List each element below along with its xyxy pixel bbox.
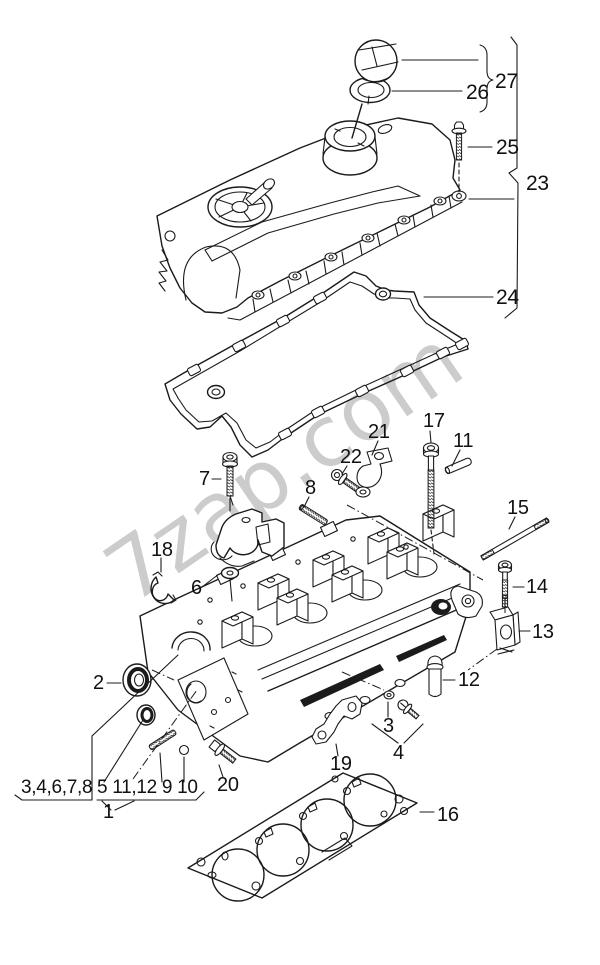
bearing-cap-saddle: [210, 497, 285, 567]
valve-cover-drawing: [156, 117, 467, 321]
sealing-plug-12: [426, 655, 444, 698]
cover-bolt-bosses: [251, 190, 467, 300]
callout-16: 16: [437, 804, 459, 826]
callout-13: 13: [532, 621, 554, 643]
oil-filler-cap: [349, 39, 399, 139]
dowel-pin-11: [444, 457, 472, 475]
cylinder-head-drawing: [139, 504, 483, 763]
stud-8: [298, 504, 328, 526]
brace-23: [504, 36, 519, 319]
stud-9: [148, 729, 177, 751]
callout-21: 21: [368, 421, 390, 443]
callout-19: 19: [330, 753, 352, 775]
bolt-17: [422, 442, 440, 555]
oil-filler-neck: [322, 120, 378, 176]
callout-17: 17: [423, 410, 445, 432]
gasket-bosses: [186, 291, 470, 441]
camshaft-seal-2: [122, 663, 152, 697]
callout-15: 15: [507, 497, 529, 519]
callout-group-b: 5 11,12 9 10: [97, 777, 198, 798]
bolt-25: [451, 121, 467, 193]
callout-group-a: 3,4,6,7,8: [21, 777, 92, 798]
callout-25: 25: [496, 136, 519, 159]
bracket-19: [311, 695, 363, 745]
washer-6: [220, 566, 240, 602]
callout-12: 12: [458, 669, 480, 691]
callout-23: 23: [526, 172, 549, 195]
brace-1: [101, 800, 135, 811]
washer-3: [383, 690, 395, 700]
callout-14: 14: [526, 576, 548, 598]
group-b-underline: [96, 791, 205, 801]
brace-4: [371, 723, 424, 744]
group-a-leader: [14, 654, 179, 801]
callout-11: 11: [453, 430, 473, 452]
bolt-14: [497, 560, 513, 608]
callout-27: 27: [495, 70, 518, 93]
screw-3: [397, 699, 420, 720]
callout-22: 22: [340, 446, 362, 468]
callout-20: 20: [217, 774, 239, 796]
cup-seal-5: [136, 704, 156, 726]
callout-18: 18: [151, 539, 173, 561]
callout-6: 6: [191, 577, 202, 599]
breather-grommet: [207, 178, 276, 228]
valve-cover-gasket: [164, 271, 470, 458]
callout-2: 2: [93, 672, 104, 694]
callout-8: 8: [305, 477, 316, 499]
callout-26: 26: [466, 81, 489, 104]
leader-lines: [14, 36, 531, 813]
callout-7: 7: [199, 468, 210, 490]
brace-27: [479, 44, 494, 113]
bolt-20: [208, 739, 237, 764]
callout-1: 1: [103, 801, 114, 823]
callout-labels: 27 26 25 23 24 17 11 21 22 7 8 15 18 6 14 13 2 12 3 4 19 20 16…: [21, 70, 554, 826]
head-gasket-drawing: [187, 772, 418, 902]
bearing-shell-18: [150, 571, 177, 605]
bolt-7: [221, 451, 239, 506]
cover-vent-hole: [377, 123, 393, 135]
lifting-eye-21: [355, 447, 393, 498]
callout-3: 3: [383, 715, 394, 737]
callout-4: 4: [393, 742, 404, 764]
bolt-22: [330, 468, 360, 493]
callout-24: 24: [496, 286, 519, 309]
head-front-plate: [177, 657, 249, 741]
head-gasket-holes: [196, 775, 409, 891]
clamp-block-13: [489, 594, 521, 655]
washer-10: [178, 744, 190, 756]
